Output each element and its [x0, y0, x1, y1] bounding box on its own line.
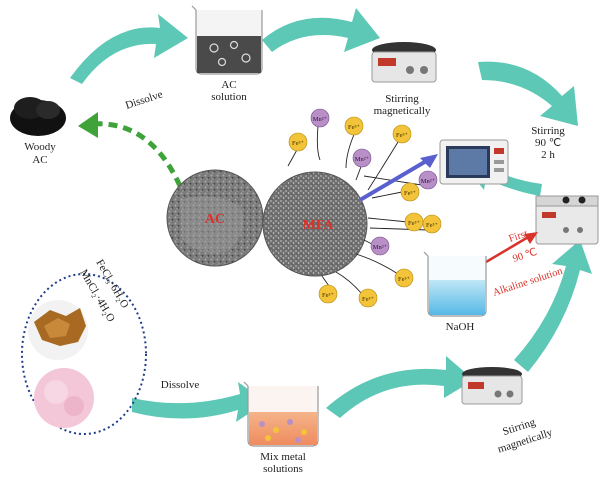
svg-text:Mn²⁺: Mn²⁺ — [313, 116, 328, 123]
mix-metal-label-1: Mix metal — [260, 451, 306, 463]
red-arrow — [485, 234, 531, 264]
ion-mn-2: Mn²⁺ — [352, 148, 372, 168]
heating-bath — [535, 195, 599, 245]
ion-fe-1: Fe³⁺ — [288, 132, 308, 152]
first-label: First — [508, 228, 530, 244]
svg-text:Mn²⁺: Mn²⁺ — [421, 178, 436, 185]
mix-metal-beaker — [243, 381, 319, 447]
stirring-mag-top-label-1: Stirring — [385, 93, 419, 105]
mfa-core — [262, 171, 368, 277]
temp-90-label: 90 ℃ — [512, 247, 539, 265]
svg-text:Fe³⁺: Fe³⁺ — [292, 140, 304, 147]
drying-oven — [439, 139, 509, 185]
naoh-beaker — [423, 251, 487, 317]
arrow-to-stirring-top — [262, 8, 380, 52]
svg-text:Fe³⁺: Fe³⁺ — [322, 292, 334, 299]
svg-text:Fe³⁺: Fe³⁺ — [404, 190, 416, 197]
ion-arrows — [287, 125, 429, 295]
arrow-dissolve-top — [70, 14, 188, 84]
ion-mn-4: Mn²⁺ — [370, 236, 390, 256]
ion-fe-3: Fe³⁺ — [392, 124, 412, 144]
woody-ac-pile — [10, 97, 66, 136]
blue-arrow — [358, 158, 430, 202]
arrow-dissolve-bottom — [132, 382, 266, 422]
mfa-core-label: MFA — [303, 218, 335, 233]
ion-fe-5: Fe³⁺ — [404, 212, 424, 232]
ion-fe-2: Fe³⁺ — [344, 116, 364, 136]
dashed-arrowhead — [78, 112, 98, 138]
ion-fe-4: Fe³⁺ — [400, 182, 420, 202]
ac-solution-label-2: solution — [211, 91, 247, 103]
ion-fe-9: Fe³⁺ — [318, 284, 338, 304]
mix-metal-label-2: solutions — [263, 463, 303, 475]
svg-text:Fe³⁺: Fe³⁺ — [348, 124, 360, 131]
svg-text:Mn²⁺: Mn²⁺ — [373, 244, 388, 251]
stirring-90-label-1: Stirring — [531, 125, 565, 137]
stirring-90-label-3: 2 h — [541, 149, 555, 161]
svg-text:Fe³⁺: Fe³⁺ — [408, 220, 420, 227]
woody-ac-label-1: Woody — [24, 141, 56, 153]
arrow-up-right — [514, 240, 592, 372]
ac-solution-label-1: AC — [221, 79, 236, 91]
ion-fe-7: Fe³⁺ — [394, 268, 414, 288]
dissolve-top-label: Dissolve — [124, 88, 164, 111]
magnetic-stirrer-top — [371, 42, 437, 83]
ion-fe-8: Fe³⁺ — [358, 288, 378, 308]
arrow-to-stirring-90 — [478, 61, 578, 126]
svg-text:Fe³⁺: Fe³⁺ — [426, 222, 438, 229]
mncl2-crystals — [34, 368, 94, 428]
metal-salts-ellipse — [21, 273, 147, 435]
dashed-return-arrow — [91, 121, 183, 188]
dissolve-bottom-label: Dissolve — [161, 379, 200, 391]
magnetic-stirrer-bottom — [461, 367, 523, 405]
svg-text:Fe³⁺: Fe³⁺ — [362, 296, 374, 303]
fecl3-crystals — [28, 300, 88, 360]
naoh-label: NaOH — [446, 321, 475, 333]
ac-core-label: AC — [205, 212, 225, 227]
ion-mn-1: Mn²⁺ — [310, 108, 330, 128]
alkaline-label: Alkaline solution — [492, 266, 565, 299]
svg-text:Fe³⁺: Fe³⁺ — [398, 276, 410, 283]
stirring-90-label-2: 90 ℃ — [535, 137, 561, 149]
ion-mn-3: Mn²⁺ — [418, 170, 438, 190]
svg-text:Fe³⁺: Fe³⁺ — [396, 132, 408, 139]
ac-core — [166, 169, 264, 267]
process-arrows — [70, 8, 592, 422]
blue-arrowhead — [420, 154, 438, 168]
arrow-to-stirring-bottom — [326, 356, 474, 418]
stirring-mag-top-label-2: magnetically — [374, 105, 431, 117]
red-arrowhead — [524, 232, 538, 244]
ac-solution-beaker — [191, 5, 263, 75]
ion-fe-6: Fe³⁺ — [422, 214, 442, 234]
woody-ac-label-2: AC — [32, 154, 47, 166]
svg-text:Mn²⁺: Mn²⁺ — [355, 156, 370, 163]
